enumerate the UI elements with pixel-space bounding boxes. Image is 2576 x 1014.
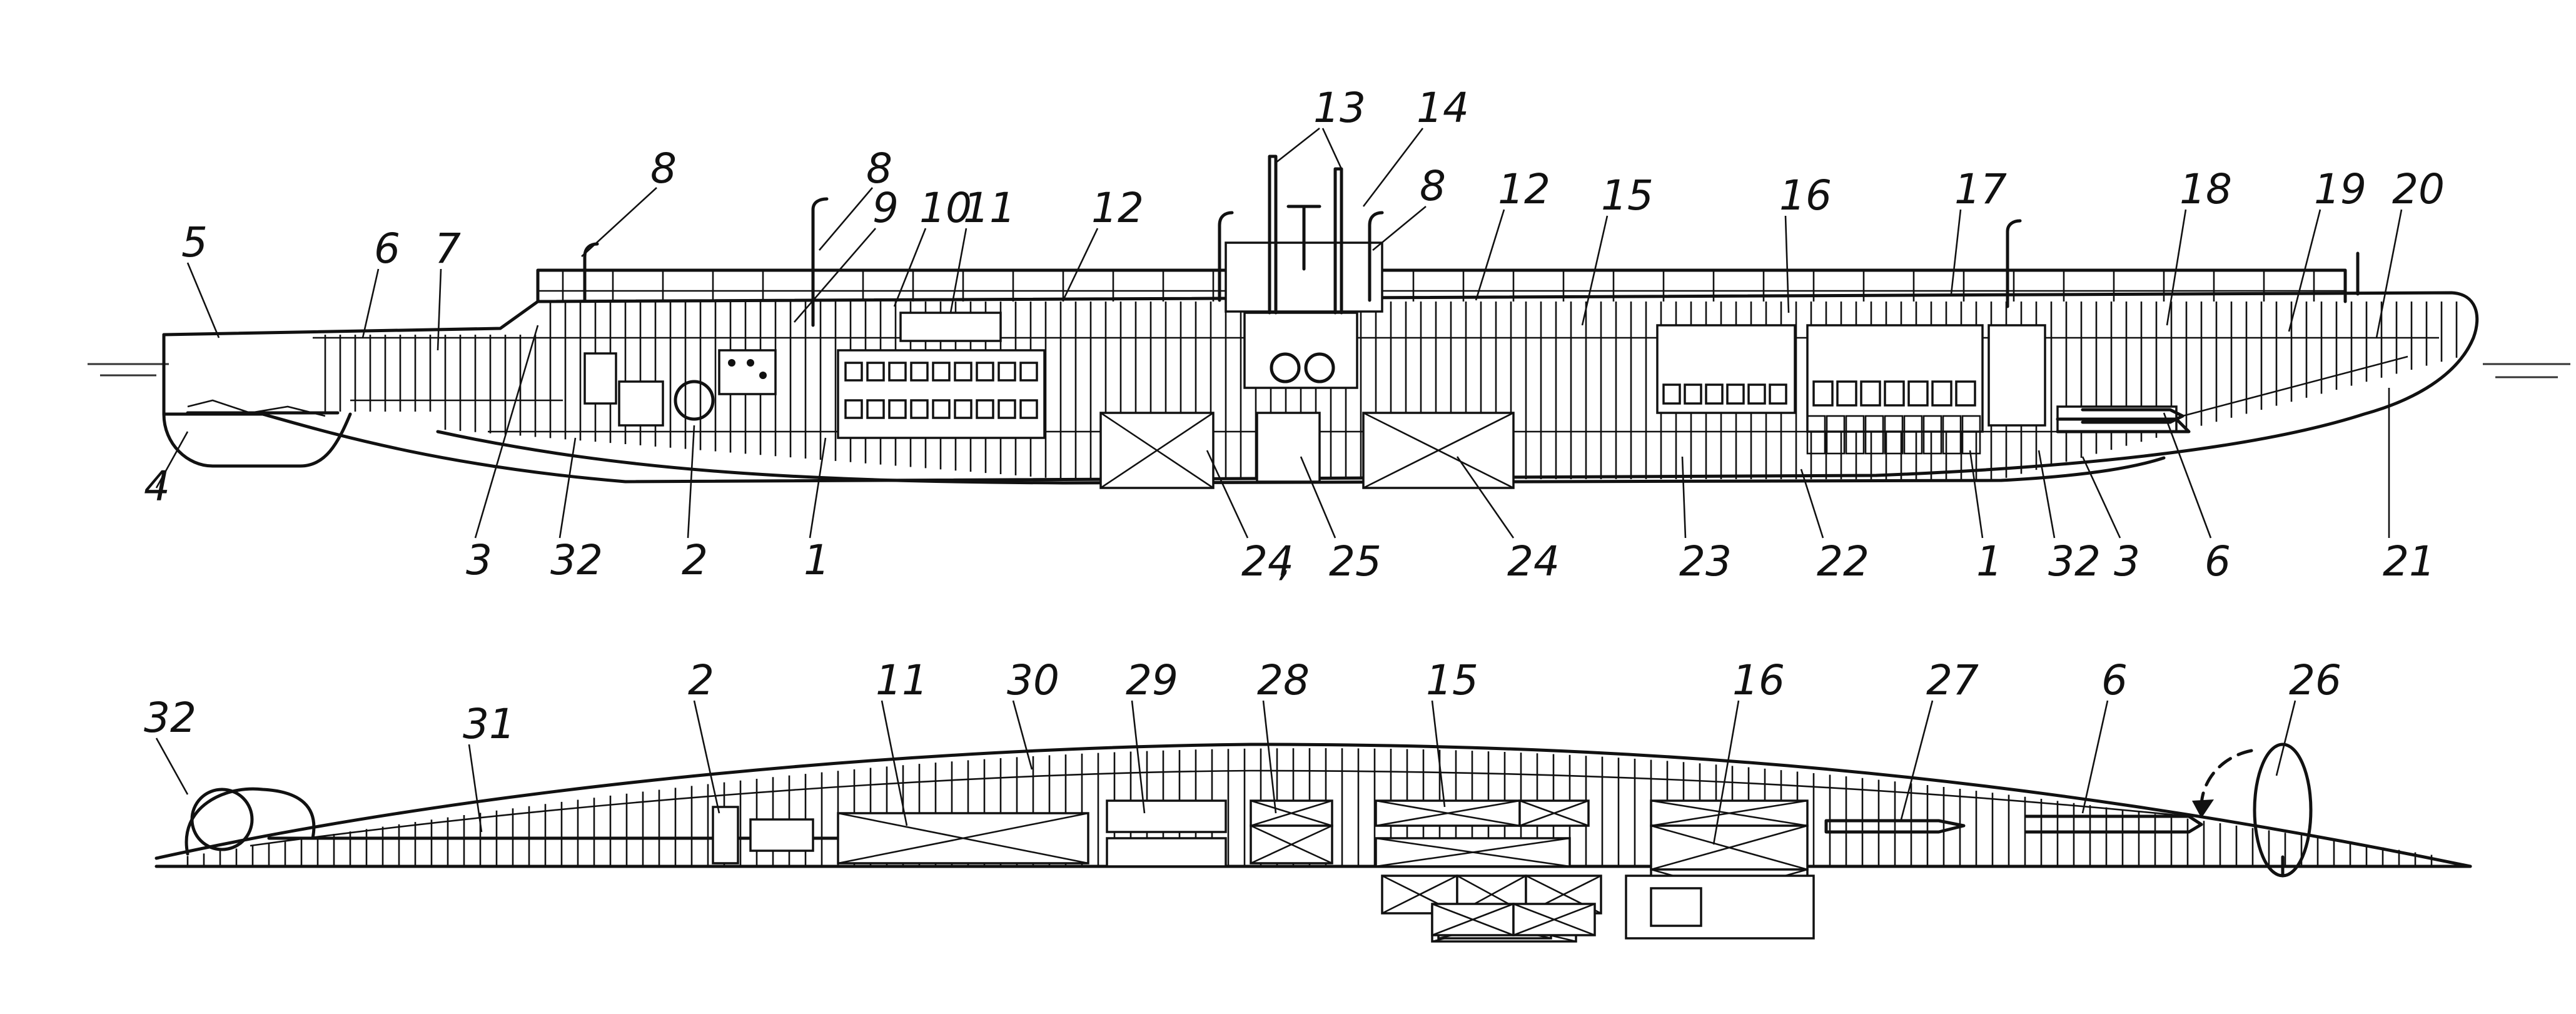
- aft-machinery: [350, 349, 777, 427]
- bottom-label: 31: [463, 700, 515, 748]
- top-label: 10: [919, 184, 972, 232]
- bottom-label: 2: [688, 656, 714, 704]
- bottom-label: 15: [1426, 656, 1478, 704]
- bottom-label: 29: [1126, 656, 1178, 704]
- top-label: 7: [435, 225, 461, 273]
- top-label: 24: [1507, 537, 1560, 586]
- top-label: 22: [1817, 537, 1869, 586]
- top-label: 18: [2179, 165, 2232, 213]
- bottom-label: 16: [1732, 656, 1785, 704]
- top-label: 6: [374, 225, 400, 273]
- hull-outline: [162, 291, 2479, 484]
- stern-section: [162, 333, 352, 468]
- top-label: 6: [2205, 537, 2231, 586]
- top-label: 20: [2392, 165, 2445, 213]
- deck-rail: [536, 268, 2347, 303]
- top-label: 9: [872, 184, 899, 232]
- plan-shaft: [267, 799, 1227, 868]
- top-label: 8: [650, 144, 677, 193]
- plan-upper-outline: [154, 743, 2472, 868]
- torpedo-tubes: [186, 355, 2408, 424]
- water-line: [88, 363, 2570, 378]
- top-label: 3: [2114, 537, 2140, 586]
- bottom-label: 28: [1257, 656, 1310, 704]
- top-label: 11: [963, 184, 1016, 232]
- bottom-label: 26: [2289, 656, 2341, 704]
- top-label: 32: [550, 536, 603, 584]
- top-label: 15: [1601, 171, 1654, 220]
- forward-compartments: [1656, 324, 2191, 455]
- masts: [583, 155, 2360, 327]
- top-label: ,: [1279, 537, 1292, 586]
- top-label: 21: [2383, 537, 2435, 586]
- plan-compartments: [1250, 799, 1815, 943]
- top-label: 8: [1420, 162, 1446, 210]
- top-label: 16: [1779, 171, 1832, 220]
- top-label: 3: [466, 536, 492, 584]
- top-label: 19: [2314, 165, 2366, 213]
- bottom-label: 6: [2101, 656, 2128, 704]
- keel: [436, 430, 2166, 485]
- bottom-view-labels: 32 31 2 11 30 29 28 15 16 27 6 26: [144, 656, 2341, 748]
- bottom-label: 11: [876, 656, 928, 704]
- bottom-label: 32: [144, 694, 196, 742]
- top-label: 24: [1241, 537, 1294, 586]
- top-label: 32: [2048, 537, 2101, 586]
- top-label: 12: [1498, 165, 1550, 213]
- side-elevation: [88, 155, 2570, 489]
- top-label: 8: [866, 144, 892, 193]
- torpedo: [1824, 819, 1966, 834]
- top-label: 2: [682, 536, 708, 584]
- top-label: 14: [1417, 84, 1469, 132]
- battery-compartments: [1099, 412, 1515, 489]
- top-label: 23: [1679, 537, 1732, 586]
- top-label: 13: [1313, 84, 1366, 132]
- top-label: 1: [1976, 537, 2003, 586]
- plan-view: [154, 743, 2472, 943]
- leader-lines: [155, 127, 2403, 845]
- top-label: 12: [1091, 184, 1144, 232]
- diesel-engines: [837, 312, 1046, 439]
- top-label: 25: [1329, 537, 1381, 586]
- top-label: 1: [804, 536, 830, 584]
- top-label: 5: [181, 218, 208, 266]
- bottom-label: 27: [1926, 656, 1979, 704]
- bottom-label: 30: [1007, 656, 1059, 704]
- top-label: 17: [1954, 165, 2007, 213]
